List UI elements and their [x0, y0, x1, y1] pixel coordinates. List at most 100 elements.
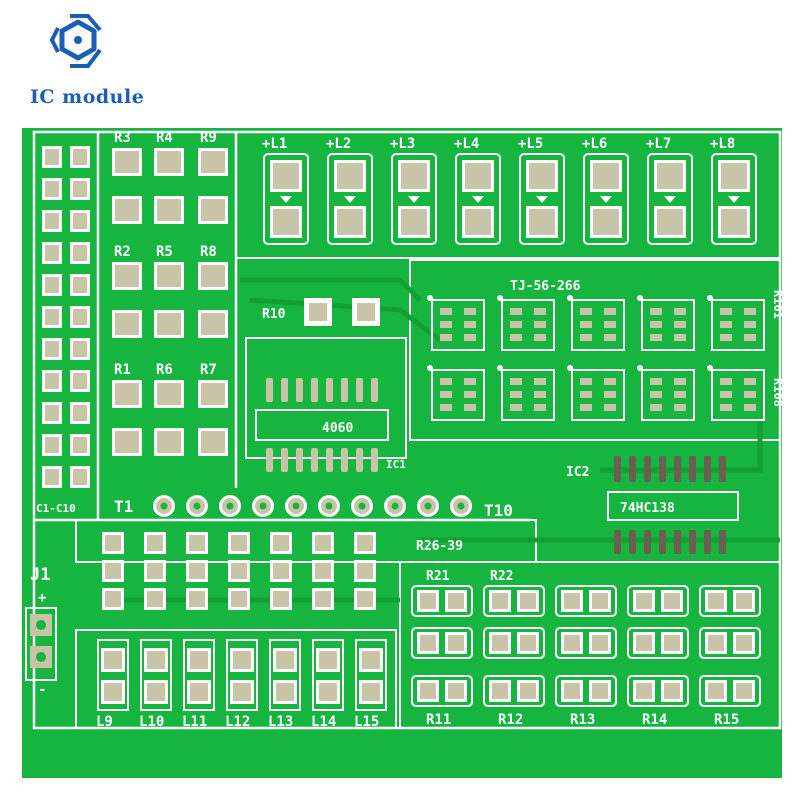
led-pad-copper — [465, 163, 491, 189]
r-pad-copper — [520, 593, 536, 609]
led-pad-copper — [721, 209, 747, 235]
r-pad-copper — [708, 635, 724, 651]
tj-pin — [440, 391, 452, 398]
r26-39-pad-copper — [357, 591, 373, 607]
resistor-grid-top — [112, 148, 228, 456]
resistor-grid-middle — [102, 532, 376, 610]
r26-39-pad-copper — [105, 535, 121, 551]
c-pad-copper — [73, 469, 87, 485]
ic2-pin — [659, 456, 666, 482]
r-outline — [411, 675, 473, 707]
t-via-row — [153, 495, 472, 517]
led-label: +L6 — [582, 136, 607, 152]
r-outline — [555, 585, 617, 617]
tj-pin — [510, 404, 522, 411]
tj-pin — [720, 404, 732, 411]
led-pad-copper — [362, 651, 380, 669]
resistor-pad-copper — [115, 383, 139, 405]
ic2-pin — [644, 530, 651, 554]
r26-39-pad-copper — [231, 535, 247, 551]
c-pad-copper — [45, 437, 59, 453]
ic2-label: IC2 — [566, 465, 589, 480]
r-outline — [699, 675, 761, 707]
tj-pin — [744, 308, 756, 315]
tj-outline — [431, 299, 485, 351]
resistor-label: R1 — [114, 362, 131, 378]
tj-pin — [534, 321, 546, 328]
tj-pin — [674, 404, 686, 411]
tj-pin — [604, 334, 616, 341]
led-polarity-mark — [408, 196, 420, 203]
c-pad-column — [42, 146, 90, 488]
t-via-hole — [259, 502, 267, 510]
led-outline — [183, 639, 215, 711]
tj-pin — [650, 321, 662, 328]
r26-39-pad-copper — [315, 591, 331, 607]
tj-pin — [464, 308, 476, 315]
tj-pin — [440, 378, 452, 385]
r26-39-pad-copper — [273, 535, 289, 551]
ic2-pin — [674, 456, 681, 482]
r26-39-pad-copper — [147, 535, 163, 551]
resistor-label: R8 — [200, 244, 217, 260]
tj-pin — [650, 404, 662, 411]
t10-label: T10 — [484, 501, 513, 520]
tj-pin — [440, 404, 452, 411]
resistor-pad-copper — [115, 199, 139, 221]
ic1-pins — [266, 378, 378, 472]
r-pad-copper — [448, 593, 464, 609]
r108-label: R108 — [771, 378, 785, 407]
resistor-label: R12 — [498, 712, 523, 728]
r-pad-copper — [664, 593, 680, 609]
tj-pin — [534, 308, 546, 315]
c-pad-copper — [45, 277, 59, 293]
j1-plus: + — [38, 590, 46, 606]
tj-pin — [580, 391, 592, 398]
tj-pin — [604, 391, 616, 398]
tj-pin — [534, 391, 546, 398]
r-pad-copper — [708, 683, 724, 699]
r-pad-copper — [592, 635, 608, 651]
ic-4060-label: 4060 — [322, 421, 353, 436]
resistor-pad-copper — [157, 199, 181, 221]
led-label: L11 — [182, 714, 207, 730]
tj-pin — [534, 378, 546, 385]
r101-label: R101 — [771, 290, 785, 319]
c-pad-copper — [45, 405, 59, 421]
tj-outline — [501, 299, 555, 351]
led-polarity-mark — [600, 196, 612, 203]
r-pad-copper — [492, 635, 508, 651]
tj-pin — [510, 391, 522, 398]
led-pad-copper — [104, 651, 122, 669]
led-pad-copper — [337, 209, 363, 235]
led-polarity-mark — [344, 196, 356, 203]
ic1-pin — [326, 378, 333, 402]
t-via-hole — [358, 502, 366, 510]
tj-pin — [744, 334, 756, 341]
ic1-pin — [296, 448, 303, 472]
led-pad-copper — [233, 651, 251, 669]
ic1-pin — [311, 378, 318, 402]
t-via-hole — [457, 502, 465, 510]
tj-pin — [604, 378, 616, 385]
resistor-pad-copper — [115, 431, 139, 453]
tj-outline — [711, 369, 765, 421]
ic2-pin — [704, 456, 711, 482]
tj-pin — [604, 321, 616, 328]
tj-pin — [674, 391, 686, 398]
tj-pin — [534, 404, 546, 411]
led-pad-copper — [401, 163, 427, 189]
r-pad-copper — [592, 593, 608, 609]
tj-pin — [604, 308, 616, 315]
led-pad-copper — [362, 683, 380, 701]
r26-39-pad-copper — [315, 563, 331, 579]
led-outline — [312, 639, 344, 711]
r26-39-pad-copper — [315, 535, 331, 551]
led-label: +L5 — [518, 136, 543, 152]
r-outline — [699, 627, 761, 659]
led-pad-copper — [233, 683, 251, 701]
c-pad-copper — [73, 213, 87, 229]
c-pad-copper — [73, 277, 87, 293]
